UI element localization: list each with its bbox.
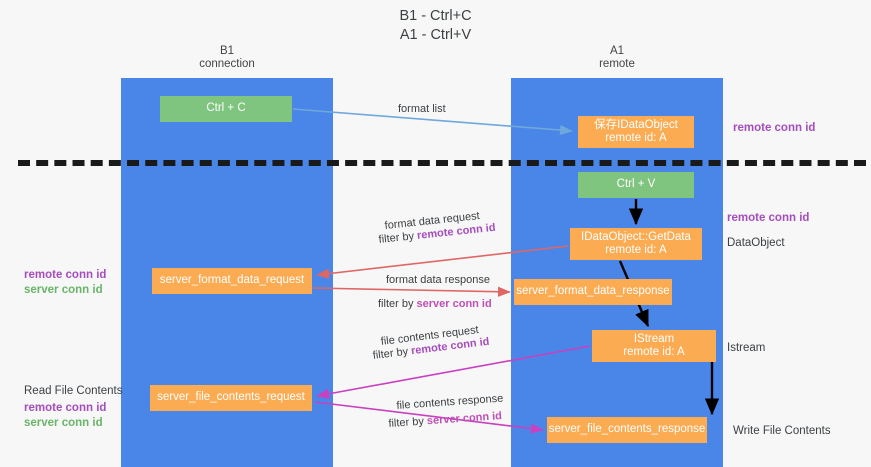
edge-label-format-list: format list — [398, 103, 446, 115]
lane-header-a1: A1 remote — [599, 45, 635, 70]
node-idataobject-getdata[interactable]: IDataObject::GetData remote id: A — [570, 228, 702, 260]
node-server-format-data-request[interactable]: server_format_data_request — [152, 268, 312, 294]
legend-remote-conn-id: remote conn id — [24, 402, 107, 414]
annotation-remote-conn-id-top: remote conn id — [733, 122, 816, 134]
filter-prefix: filter by — [378, 298, 417, 310]
filter-prefix: filter by — [388, 415, 428, 430]
filter-prefix: filter by — [372, 345, 412, 362]
annotation-istream: Istream — [727, 342, 766, 354]
filter-key-server-conn-id: server conn id — [416, 298, 492, 310]
legend-bottom: remote conn id server conn id — [24, 401, 106, 431]
node-idataobject[interactable]: 保存IDataObject remote id: A — [578, 116, 694, 148]
lane-header-b1: B1 connection — [199, 45, 255, 70]
annotation-write-file-contents: Write File Contents — [733, 425, 831, 437]
edge-format-list — [292, 108, 573, 136]
annotation-dataobject: DataObject — [727, 237, 785, 249]
edge-label-format-data-response: format data response — [386, 274, 490, 286]
node-server-file-contents-response[interactable]: server_file_contents_response — [547, 417, 707, 443]
edge-format-data-response — [312, 286, 511, 297]
annotation-read-file-contents: Read File Contents — [24, 385, 123, 397]
filter-key-server-conn-id: server conn id — [426, 410, 503, 428]
node-server-format-data-response[interactable]: server_format_data_response — [514, 279, 672, 305]
legend-server-conn-id: server conn id — [24, 284, 103, 296]
legend-remote-conn-id: remote conn id — [24, 269, 107, 281]
edge-label-format-data-response-filter: filter by server conn id — [378, 297, 492, 312]
node-ctrl-v[interactable]: Ctrl + V — [578, 172, 694, 198]
annotation-remote-conn-id-mid: remote conn id — [727, 212, 810, 224]
edge-format-data-request — [316, 245, 569, 279]
node-ctrl-c[interactable]: Ctrl + C — [160, 96, 292, 122]
edge-file-contents-request — [316, 345, 591, 399]
legend-middle: remote conn id server conn id — [24, 268, 106, 298]
filter-prefix: filter by — [378, 229, 418, 246]
edge-file-contents-response — [314, 401, 544, 434]
section-divider — [18, 160, 866, 166]
node-server-file-contents-request[interactable]: server_file_contents_request — [150, 385, 312, 411]
diagram-title: B1 - Ctrl+C A1 - Ctrl+V — [399, 8, 472, 43]
node-istream[interactable]: IStream remote id: A — [592, 330, 716, 362]
legend-server-conn-id: server conn id — [24, 417, 103, 429]
